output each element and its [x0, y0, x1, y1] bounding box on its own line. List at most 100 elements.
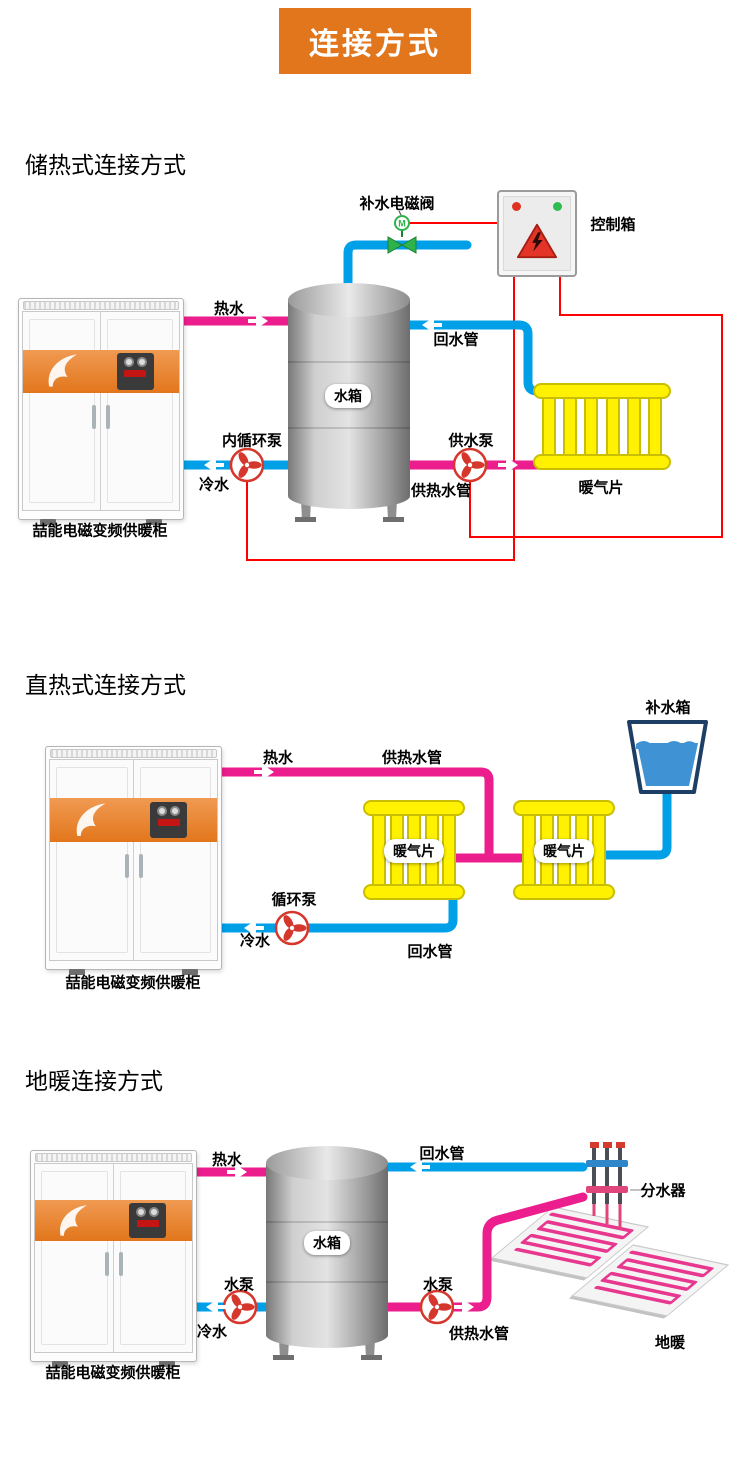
cabinet-doors — [22, 311, 180, 511]
supply-pump-icon — [452, 447, 488, 483]
flow-arrow-right-icon — [498, 457, 518, 473]
heating-cabinet — [45, 746, 222, 975]
floor-panel — [568, 1244, 730, 1319]
brand-swoosh-icon — [76, 803, 106, 836]
hot-water-pipe — [210, 767, 494, 863]
radiator-top-pipe — [533, 383, 671, 399]
control-box-label: 控制箱 — [590, 216, 636, 234]
cabinet-vent — [50, 749, 217, 758]
return-pipe-label: 回水管 — [433, 331, 479, 349]
radiator — [533, 383, 671, 470]
control-wire-left — [246, 277, 515, 561]
door-handle — [138, 854, 143, 878]
cabinet-foot — [68, 969, 85, 975]
heating-cabinet — [30, 1150, 197, 1367]
inner-pump-icon — [229, 447, 265, 483]
door-handle — [118, 1252, 123, 1277]
cabinet-doors — [34, 1163, 193, 1353]
radiator-bottom-pipe — [513, 884, 615, 900]
flow-arrow-left-icon — [410, 1159, 430, 1175]
cabinet-label: 喆能电磁变频供暖柜 — [32, 522, 168, 540]
brand-swoosh-icon — [48, 354, 78, 388]
cabinet-door-right — [132, 760, 218, 960]
section-title-direct: 直热式连接方式 — [25, 672, 186, 698]
radiator-label: 暖气片 — [534, 839, 594, 863]
radiator-top-pipe — [513, 800, 615, 816]
flow-arrow-right-icon — [454, 1299, 474, 1315]
water-tank-label: 水箱 — [325, 384, 371, 408]
radiator-label: 暖气片 — [384, 839, 444, 863]
cabinet-foot — [158, 1361, 175, 1367]
makeup-tank — [627, 720, 708, 794]
hot-water-label: 热水 — [262, 749, 294, 767]
manifold-label: 分水器 — [640, 1182, 686, 1200]
page-banner: 连接方式 — [279, 8, 471, 74]
return-water-pipe — [210, 887, 458, 933]
indicator-green — [553, 202, 562, 211]
cabinet-door-right — [112, 1164, 193, 1352]
flow-arrow-right-icon — [254, 764, 274, 780]
water-pump-label: 水泵 — [223, 1276, 255, 1294]
supply-pipe-label: 供热水管 — [448, 1325, 510, 1343]
supply-pump-label: 供水泵 — [448, 432, 494, 450]
direct-diagram — [210, 720, 708, 946]
door-handle — [92, 405, 96, 430]
circulation-pump-label: 循环泵 — [271, 891, 317, 909]
cabinet-foot — [145, 519, 162, 525]
cabinet-label: 喆能电磁变频供暖柜 — [65, 974, 201, 992]
floor-heating-label: 地暖 — [654, 1334, 686, 1352]
cabinet-door-left — [50, 760, 134, 960]
cabinet-vent — [35, 1153, 192, 1162]
solenoid-valve-label: 补水电磁阀 — [359, 195, 435, 213]
control-wire-right — [469, 277, 723, 538]
radiator-bottom-pipe — [533, 454, 671, 470]
door-handle — [106, 405, 110, 430]
flow-arrow-right-icon — [248, 313, 268, 329]
circulation-pump-icon — [274, 910, 310, 946]
hot-water-label: 热水 — [213, 300, 245, 318]
water-pump-icon — [419, 1289, 455, 1325]
hot-water-label: 热水 — [211, 1151, 243, 1169]
valve-m-label: M — [398, 219, 406, 229]
cabinet-brand-band — [35, 1199, 192, 1242]
manifold-icon — [586, 1142, 644, 1204]
return-pipe-label: 回水管 — [407, 943, 453, 961]
cabinet-foot — [182, 969, 199, 975]
makeup-tank-label: 补水箱 — [645, 699, 691, 717]
floor-panel — [488, 1206, 650, 1281]
water-pump-icon — [222, 1289, 258, 1325]
water-pump-label: 水泵 — [422, 1276, 454, 1294]
control-box — [497, 190, 577, 277]
cabinet-control-panel — [150, 801, 188, 839]
cabinet-door-left — [35, 1164, 114, 1352]
cold-water-label: 冷水 — [196, 1323, 228, 1341]
section-title-storage: 储热式连接方式 — [25, 152, 186, 178]
cabinet-control-panel — [116, 353, 154, 390]
supply-pipe-label: 供热水管 — [381, 749, 443, 767]
indicator-red — [512, 202, 521, 211]
cabinet-foot — [40, 519, 57, 525]
radiator-label: 暖气片 — [578, 479, 624, 497]
solenoid-valve-icon: M — [387, 210, 417, 254]
hazard-icon — [516, 223, 558, 259]
heating-cabinet — [18, 298, 184, 525]
makeup-water-pipe — [343, 240, 472, 313]
cabinet-door-left — [23, 312, 101, 510]
flow-arrow-left-icon — [204, 457, 224, 473]
cabinet-brand-band — [23, 349, 179, 394]
cabinet-label: 喆能电磁变频供暖柜 — [45, 1364, 181, 1382]
supply-water-pipe — [370, 1192, 588, 1312]
cold-water-label: 冷水 — [198, 476, 230, 494]
flow-arrow-left-icon — [206, 1299, 226, 1315]
radiator-columns — [542, 391, 662, 462]
return-pipe-label: 回水管 — [419, 1145, 465, 1163]
cabinet-vent — [23, 301, 179, 310]
flow-arrow-left-icon — [422, 317, 442, 333]
water-tank-label: 水箱 — [304, 1231, 350, 1255]
radiator-bottom-pipe — [363, 884, 465, 900]
door-handle — [124, 854, 129, 878]
section-title-floor: 地暖连接方式 — [25, 1068, 163, 1094]
flow-arrow-left-icon — [244, 920, 264, 936]
makeup-water-pipe — [601, 781, 672, 860]
cabinet-foot — [52, 1361, 69, 1367]
